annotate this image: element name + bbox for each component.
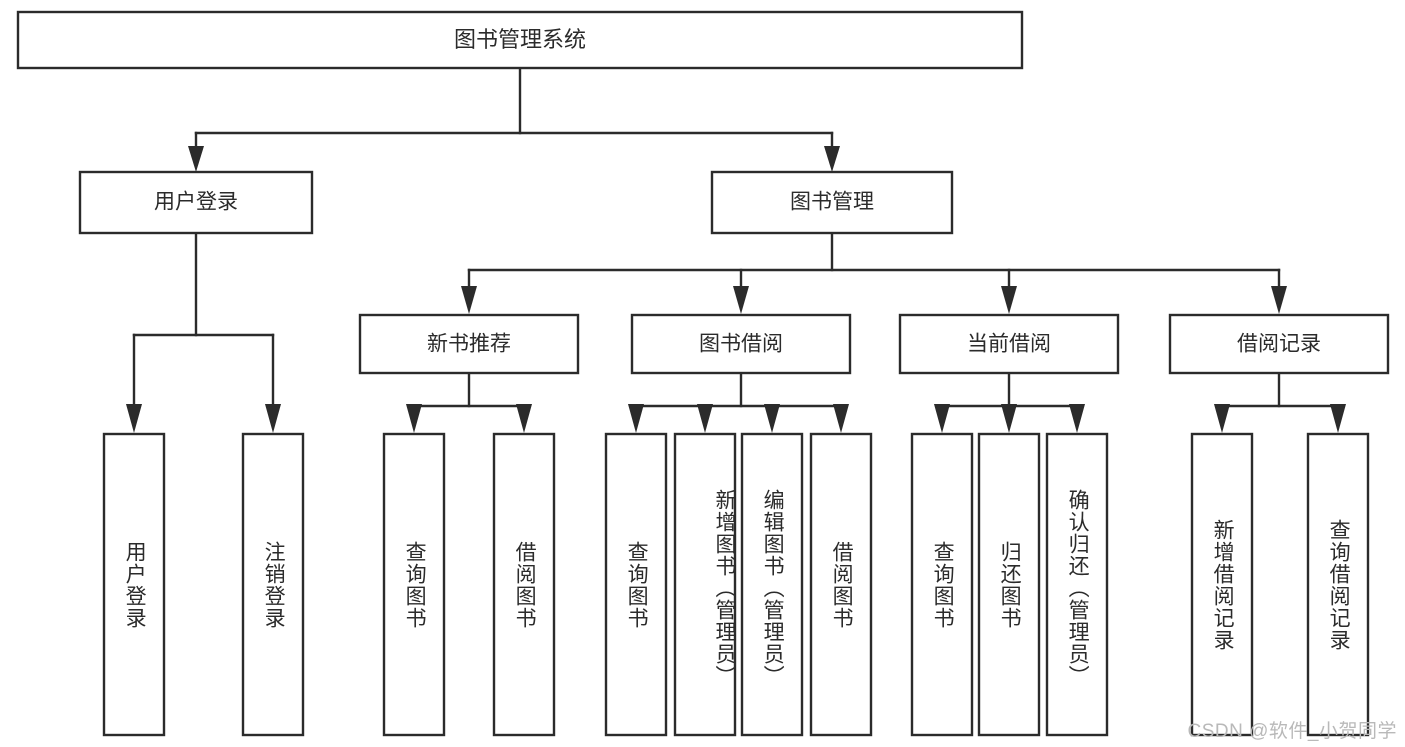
node-new-book-recommend-box[interactable]	[358, 313, 580, 375]
leaf-box-confirm-return-admin[interactable]	[1045, 432, 1109, 737]
leaf-box-borrow-book[interactable]	[809, 432, 873, 737]
node-borrow-record-box[interactable]	[1168, 313, 1390, 375]
node-root-box[interactable]	[16, 10, 1024, 70]
connector-group-borrow-record	[1214, 371, 1346, 433]
leaf-box-user-login[interactable]	[102, 432, 166, 737]
arrow-root-to-user-login-icon	[188, 146, 204, 172]
leaf-box-query-book-current[interactable]	[910, 432, 974, 737]
connector-group-new-book	[406, 371, 532, 433]
connector-group-root	[188, 66, 840, 172]
arrow-new-book-c1-icon	[406, 404, 422, 433]
node-user-login-box[interactable]	[78, 170, 314, 235]
arrow-book-mgmt-c1-icon	[461, 286, 477, 314]
node-new-book-recommend-label: 新书推荐	[427, 333, 511, 356]
arrow-book-borrow-c4-icon	[833, 404, 849, 433]
arrow-current-borrow-c3-icon	[1069, 404, 1085, 433]
node-book-borrow-label: 图书借阅	[699, 333, 783, 356]
node-book-management-label: 图书管理	[790, 191, 874, 214]
connector-group-current-borrow	[934, 371, 1085, 433]
leaf-box-borrow-book-recommend[interactable]	[492, 432, 556, 737]
connector-group-book-borrow	[628, 371, 849, 433]
node-borrow-record-label: 借阅记录	[1237, 333, 1321, 356]
leaf-box-edit-book-admin[interactable]	[740, 432, 804, 737]
connector-group-book-mgmt	[461, 231, 1287, 314]
leaf-box-add-borrow-record[interactable]	[1190, 432, 1254, 737]
node-user-login[interactable]: 用户登录	[78, 170, 314, 235]
arrow-book-mgmt-c2-icon	[733, 286, 749, 314]
arrow-new-book-c2-icon	[516, 404, 532, 433]
leaf-box-return-book[interactable]	[977, 432, 1041, 737]
arrow-current-borrow-c1-icon	[934, 404, 950, 433]
node-book-management-box[interactable]	[710, 170, 954, 235]
node-borrow-record[interactable]: 借阅记录	[1168, 313, 1390, 375]
arrow-current-borrow-c2-icon	[1001, 404, 1017, 433]
leaf-box-query-borrow-record[interactable]	[1306, 432, 1370, 737]
node-root[interactable]: 图书管理系统	[16, 10, 1024, 70]
node-book-borrow-box[interactable]	[630, 313, 852, 375]
arrow-book-mgmt-c3-icon	[1001, 286, 1017, 314]
watermark-text: CSDN @软件_小贺同学	[1187, 721, 1397, 742]
node-current-borrow-box[interactable]	[898, 313, 1120, 375]
arrow-book-mgmt-c4-icon	[1271, 286, 1287, 314]
leaf-box-add-book-admin[interactable]	[673, 432, 737, 737]
node-root-label: 图书管理系统	[454, 27, 586, 52]
arrow-borrow-record-c1-icon	[1214, 404, 1230, 433]
node-current-borrow-label: 当前借阅	[967, 333, 1051, 356]
arrow-book-borrow-c2-icon	[697, 404, 713, 433]
node-new-book-recommend[interactable]: 新书推荐	[358, 313, 580, 375]
leaf-box-logout-login[interactable]	[241, 432, 305, 737]
arrow-root-to-book-mgmt-icon	[824, 146, 840, 172]
arrow-user-login-c2-icon	[265, 404, 281, 433]
node-current-borrow[interactable]: 当前借阅	[898, 313, 1120, 375]
leaf-box-query-book-recommend[interactable]	[382, 432, 446, 737]
arrow-user-login-c1-icon	[126, 404, 142, 433]
leaf-box-query-book-borrow[interactable]	[604, 432, 668, 737]
node-user-login-label: 用户登录	[154, 191, 238, 214]
node-book-management[interactable]: 图书管理	[710, 170, 954, 235]
node-book-borrow[interactable]: 图书借阅	[630, 313, 852, 375]
arrow-borrow-record-c2-icon	[1330, 404, 1346, 433]
connector-group-user-login	[126, 231, 281, 433]
arrow-book-borrow-c1-icon	[628, 404, 644, 433]
arrow-book-borrow-c3-icon	[764, 404, 780, 433]
